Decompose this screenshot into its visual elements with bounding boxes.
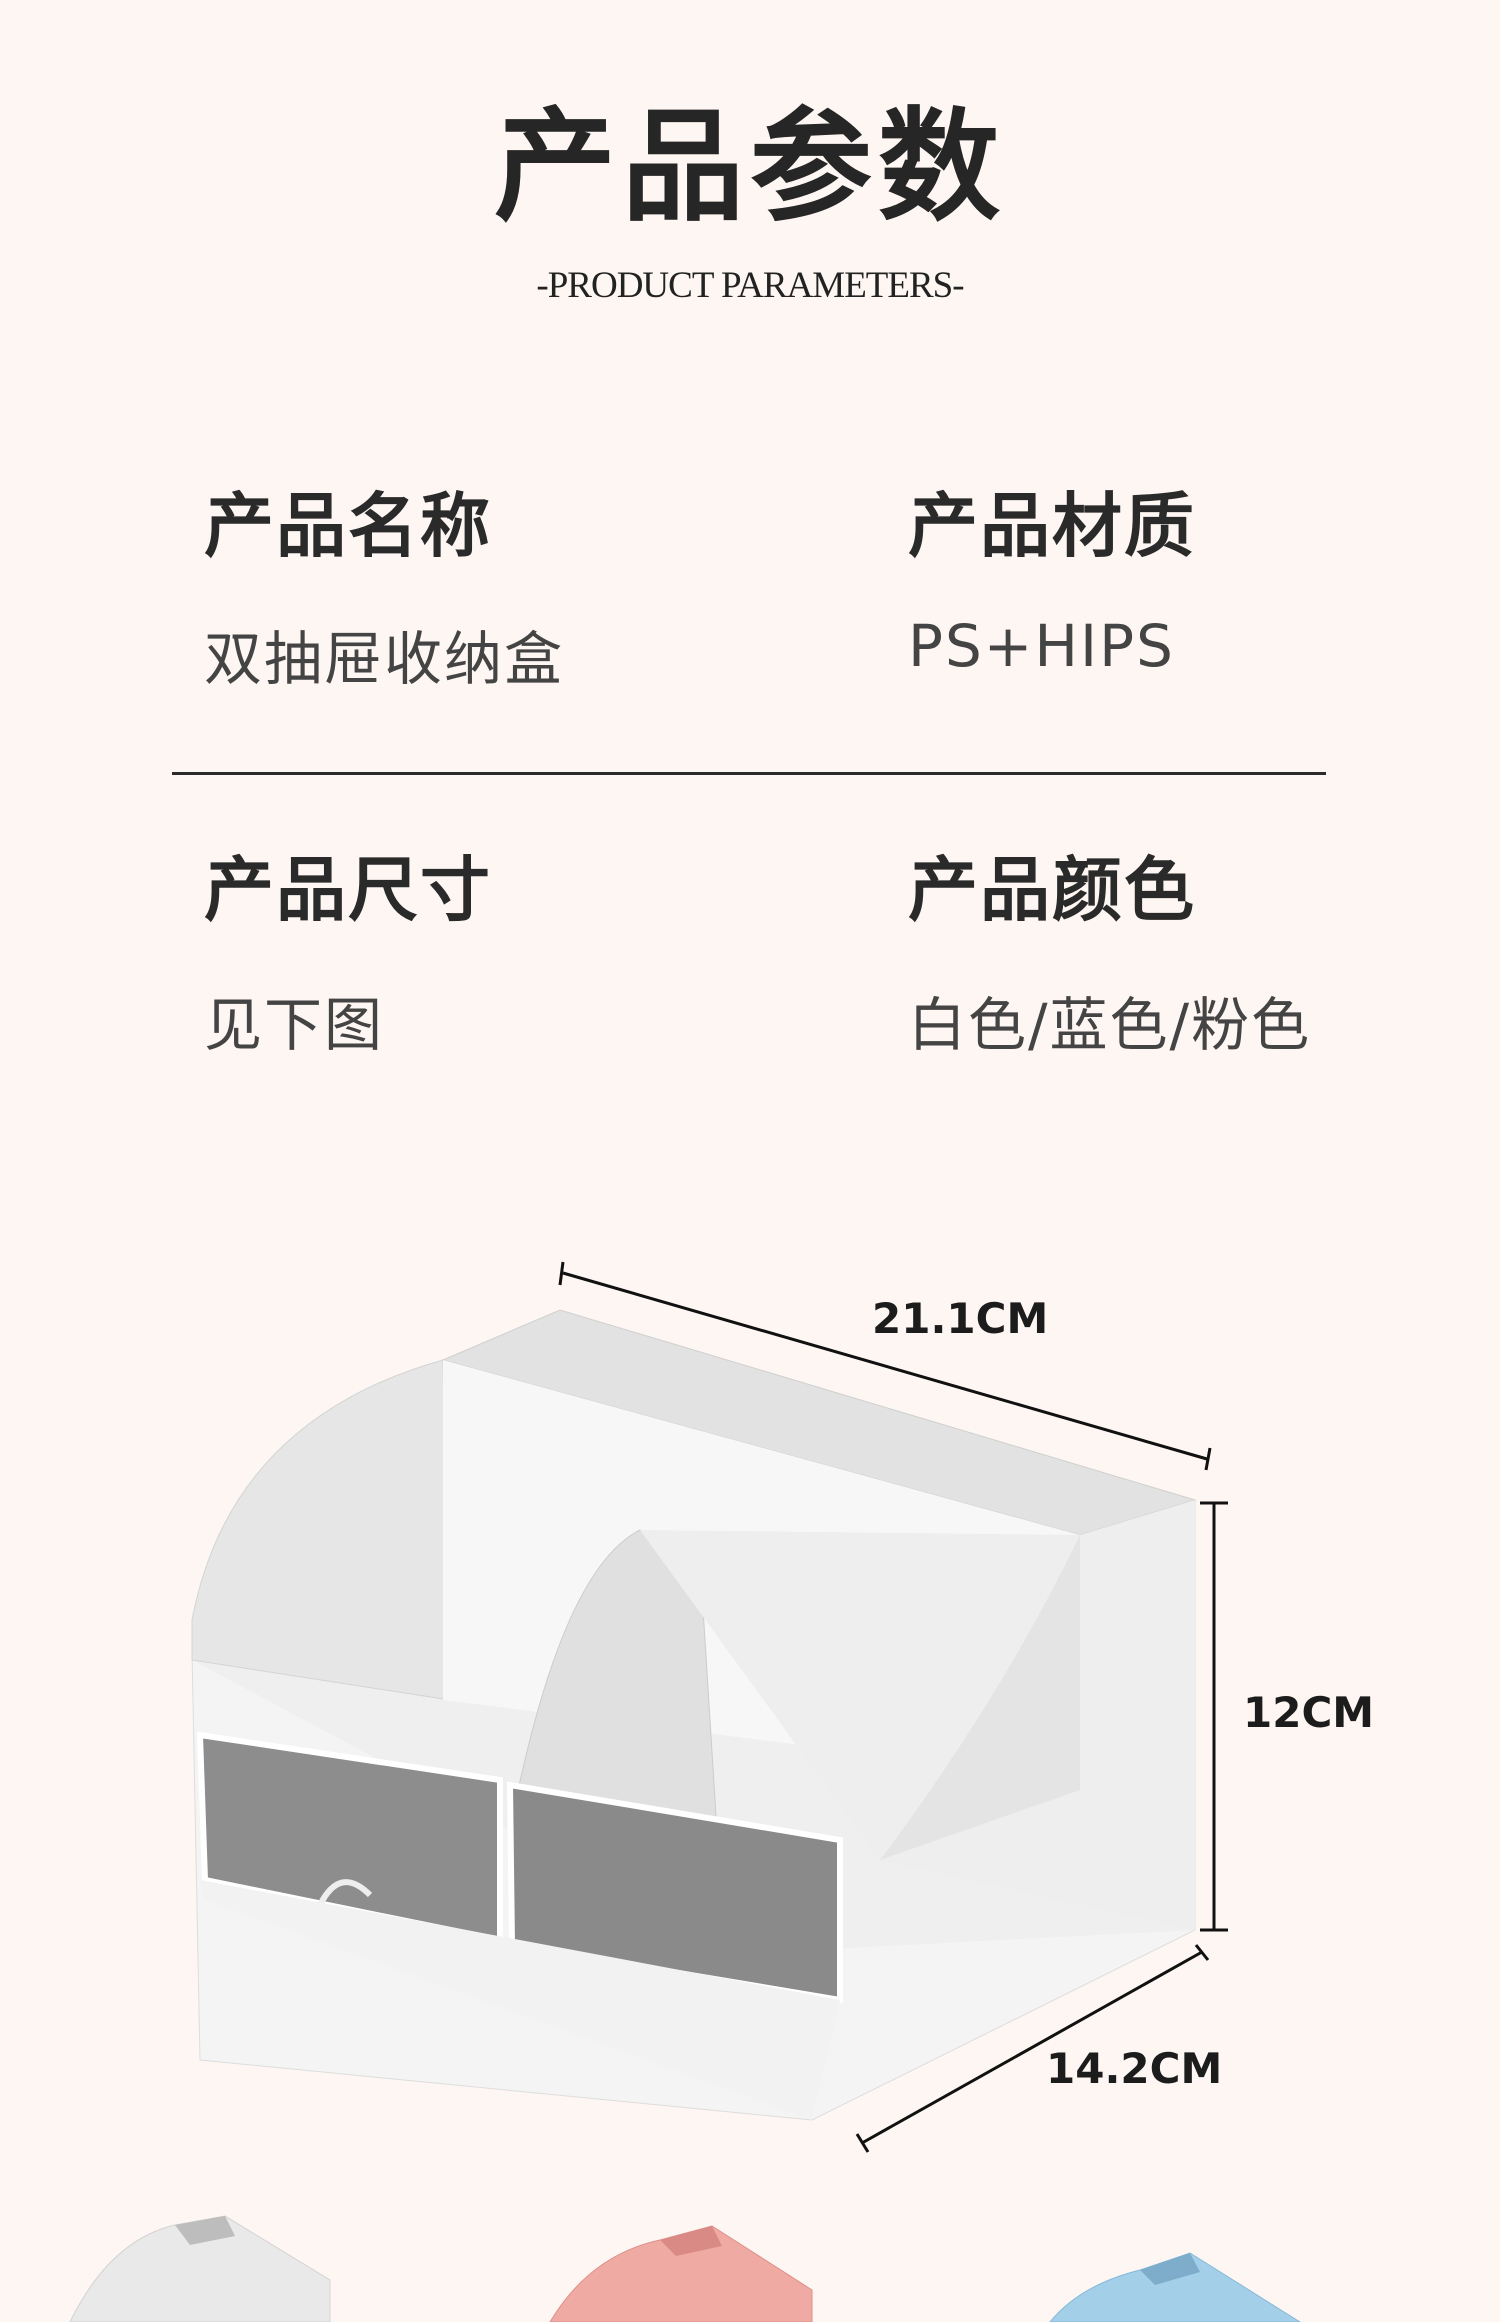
depth-dimension-line (861, 1950, 1203, 2145)
param-label-material: 产品材质 (908, 485, 1196, 567)
depth-label: 14.2CM (1046, 2044, 1223, 2093)
param-label-size: 产品尺寸 (204, 849, 492, 931)
param-label-name: 产品名称 (204, 485, 492, 567)
white-variant-image (69, 2215, 331, 2322)
param-value-size: 见下图 (204, 991, 385, 1059)
pink-variant-image (549, 2225, 813, 2322)
blue-variant-image (1049, 2252, 1301, 2322)
organizer-product-image (191, 1309, 1197, 2121)
divider (172, 772, 1326, 775)
height-label: 12CM (1243, 1688, 1375, 1737)
param-value-color: 白色/蓝色/粉色 (908, 991, 1312, 1059)
page-title: 产品参数 (494, 96, 1006, 238)
length-dimension-line (562, 1271, 1208, 1461)
length-label: 21.1CM (872, 1294, 1049, 1343)
param-value-name: 双抽屉收纳盒 (204, 625, 565, 693)
page-subtitle: -PRODUCT PARAMETERS- (536, 265, 964, 306)
param-label-color: 产品颜色 (908, 849, 1196, 931)
param-value-material: PS+HIPS (908, 612, 1175, 680)
